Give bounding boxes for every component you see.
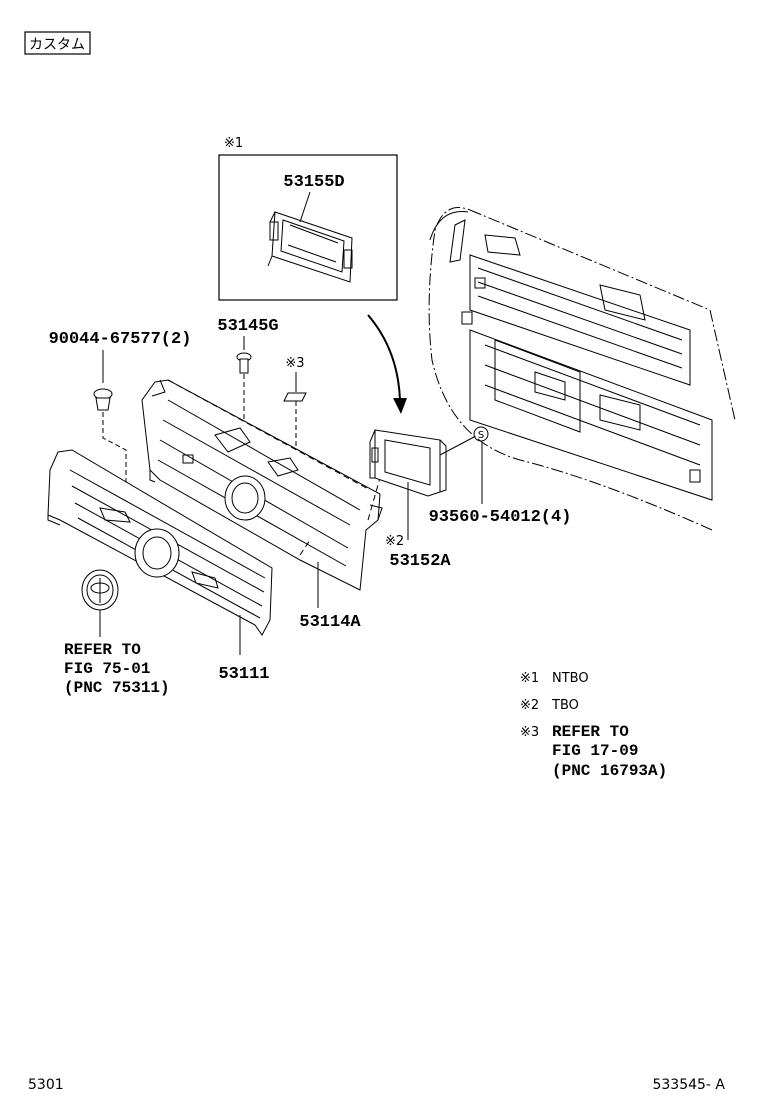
part-90044-67577: 90044-67577(2) xyxy=(49,330,192,485)
dashed-connectors xyxy=(167,379,381,556)
refer-emblem-line1: REFER TO xyxy=(64,641,141,659)
note3-mark: ※3 xyxy=(285,356,304,371)
arrow-inset-to-bracket xyxy=(367,314,407,414)
custom-tag: カスタム xyxy=(24,31,91,55)
bracket-53152A-drawing xyxy=(369,429,447,497)
footer-page-code: 5301 xyxy=(28,1077,64,1093)
custom-tag-label: カスタム xyxy=(29,37,85,53)
part-93560-54012: S 93560-54012(4) xyxy=(429,426,572,527)
legend-n3-line1: REFER TO xyxy=(552,723,629,741)
callout-53111: 53111 xyxy=(218,665,269,684)
callout-93560: 93560-54012(4) xyxy=(429,508,572,527)
legend-n2-mark: ※2 xyxy=(520,698,539,713)
legend: ※1 NTBO ※2 TBO ※3 REFER TO FIG 17-09 (PN… xyxy=(520,671,667,780)
vehicle-front-drawing xyxy=(428,207,736,531)
legend-n1-text: NTBO xyxy=(552,671,589,686)
callout-53145G: 53145G xyxy=(217,317,278,336)
grille-53111-drawing xyxy=(47,449,273,636)
part-53111: 53111 xyxy=(218,615,270,684)
callout-90044: 90044-67577(2) xyxy=(49,330,192,349)
callout-53152A: 53152A xyxy=(389,552,451,571)
inset-box-ntbo: ※1 53155D xyxy=(218,136,398,301)
clip-53145G-drawing xyxy=(236,352,252,374)
refer-emblem-note: REFER TO FIG 75-01 (PNC 75311) xyxy=(64,641,170,697)
footer-figure-id: 533545- A xyxy=(652,1077,725,1093)
legend-n1-mark: ※1 xyxy=(520,671,539,686)
emblem-drawing xyxy=(81,569,119,637)
callout-53155D: 53155D xyxy=(283,173,344,192)
part-53152A: ※2 53152A xyxy=(385,482,451,571)
refer-emblem-line2: FIG 75-01 xyxy=(64,660,150,678)
bracket-53155D-drawing xyxy=(267,211,353,283)
legend-n3-line3: (PNC 16793A) xyxy=(552,762,667,780)
refer-emblem-line3: (PNC 75311) xyxy=(64,679,170,697)
s-mark: S xyxy=(478,430,484,441)
clip-90044-drawing xyxy=(93,388,113,411)
part-53114A: 53114A xyxy=(299,562,361,632)
note2-mark: ※2 xyxy=(385,534,404,549)
inset-note-mark: ※1 xyxy=(224,136,243,151)
legend-n2-text: TBO xyxy=(551,698,579,713)
legend-n3-line2: FIG 17-09 xyxy=(552,742,638,760)
legend-n3-mark: ※3 xyxy=(520,725,539,740)
callout-53114A: 53114A xyxy=(299,613,361,632)
grille-53114A-drawing xyxy=(141,379,383,591)
